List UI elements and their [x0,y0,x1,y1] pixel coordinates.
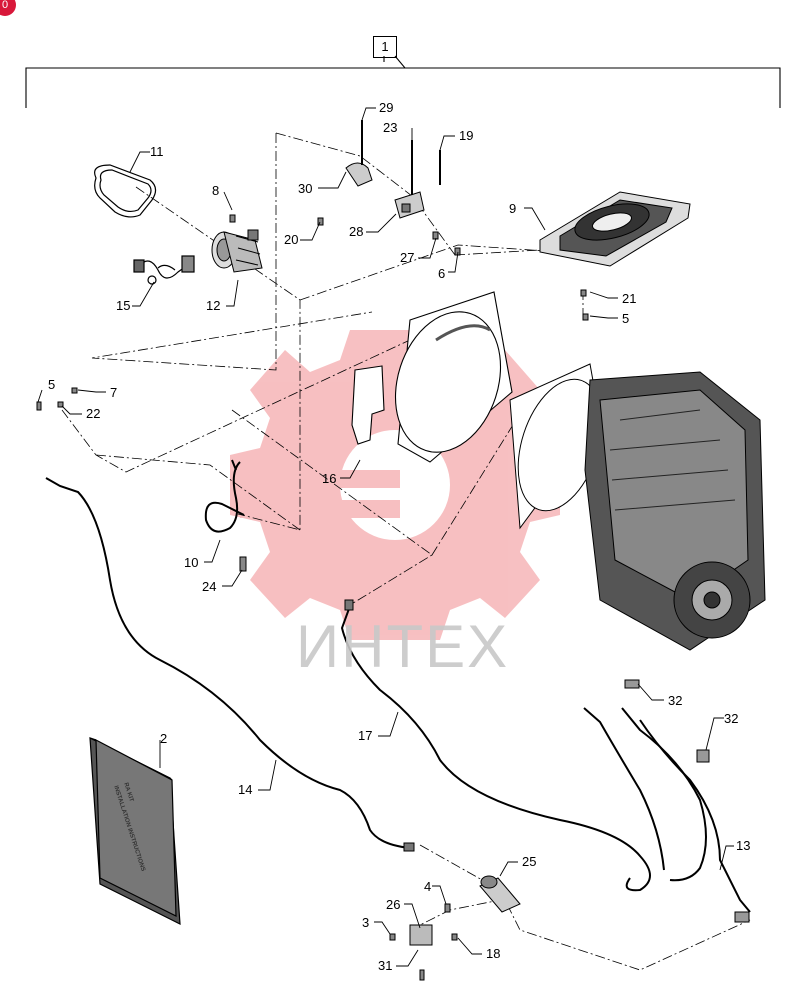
callout-5-left: 5 [48,377,56,392]
fasteners [36,214,589,981]
hose-10 [204,459,245,533]
callout-30: 30 [298,181,313,196]
callout-19: 19 [459,128,474,143]
engine [509,363,766,651]
callout-4: 4 [424,879,432,894]
compressor-bracket [345,120,441,219]
callout-15: 15 [116,298,131,313]
callout-21: 21 [622,291,637,306]
callout-13: 13 [736,838,751,853]
callout-27: 27 [400,250,415,265]
hose-13 [583,679,751,923]
callout-31: 31 [378,958,393,973]
callout-11: 11 [150,144,164,159]
callout-6: 6 [438,266,446,281]
notification-badge: 0 [0,0,16,16]
assembly-bracket [25,55,781,108]
watermark-text: ИНТЕХ [296,613,510,680]
drive-belt [94,164,157,218]
callout-29: 29 [379,100,394,115]
callout-3: 3 [362,915,370,930]
callout-14: 14 [238,782,253,797]
wiring-harness [133,255,195,285]
hose-17 [340,599,651,892]
callout-16: 16 [322,471,337,486]
callout-23: 23 [383,120,398,135]
callout-17: 17 [358,728,373,743]
fan-shroud [351,291,513,463]
callout-5-upper: 5 [622,311,630,326]
callout-leaders [37,107,734,967]
callout-26: 26 [386,897,401,912]
callout-25: 25 [522,854,537,869]
instruction-manual [89,736,181,926]
callout-32-upper: 32 [668,693,683,708]
callout-18: 18 [486,946,501,961]
condenser-fan [539,191,691,267]
receiver-dryer [409,875,521,946]
callout-7: 7 [110,385,118,400]
callout-22: 22 [86,406,101,421]
callout-24: 24 [202,579,217,594]
callout-8: 8 [212,183,220,198]
callout-20: 20 [284,232,299,247]
hose-14 [45,477,415,852]
callout-9: 9 [509,201,517,216]
assembly-number-box: 1 [373,36,397,58]
callout-12: 12 [206,298,221,313]
callout-28: 28 [349,224,364,239]
ac-compressor [211,229,263,273]
watermark-logo [230,330,560,640]
callout-32-lower: 32 [724,711,739,726]
callout-10: 10 [184,555,199,570]
callout-2: 2 [160,731,168,746]
